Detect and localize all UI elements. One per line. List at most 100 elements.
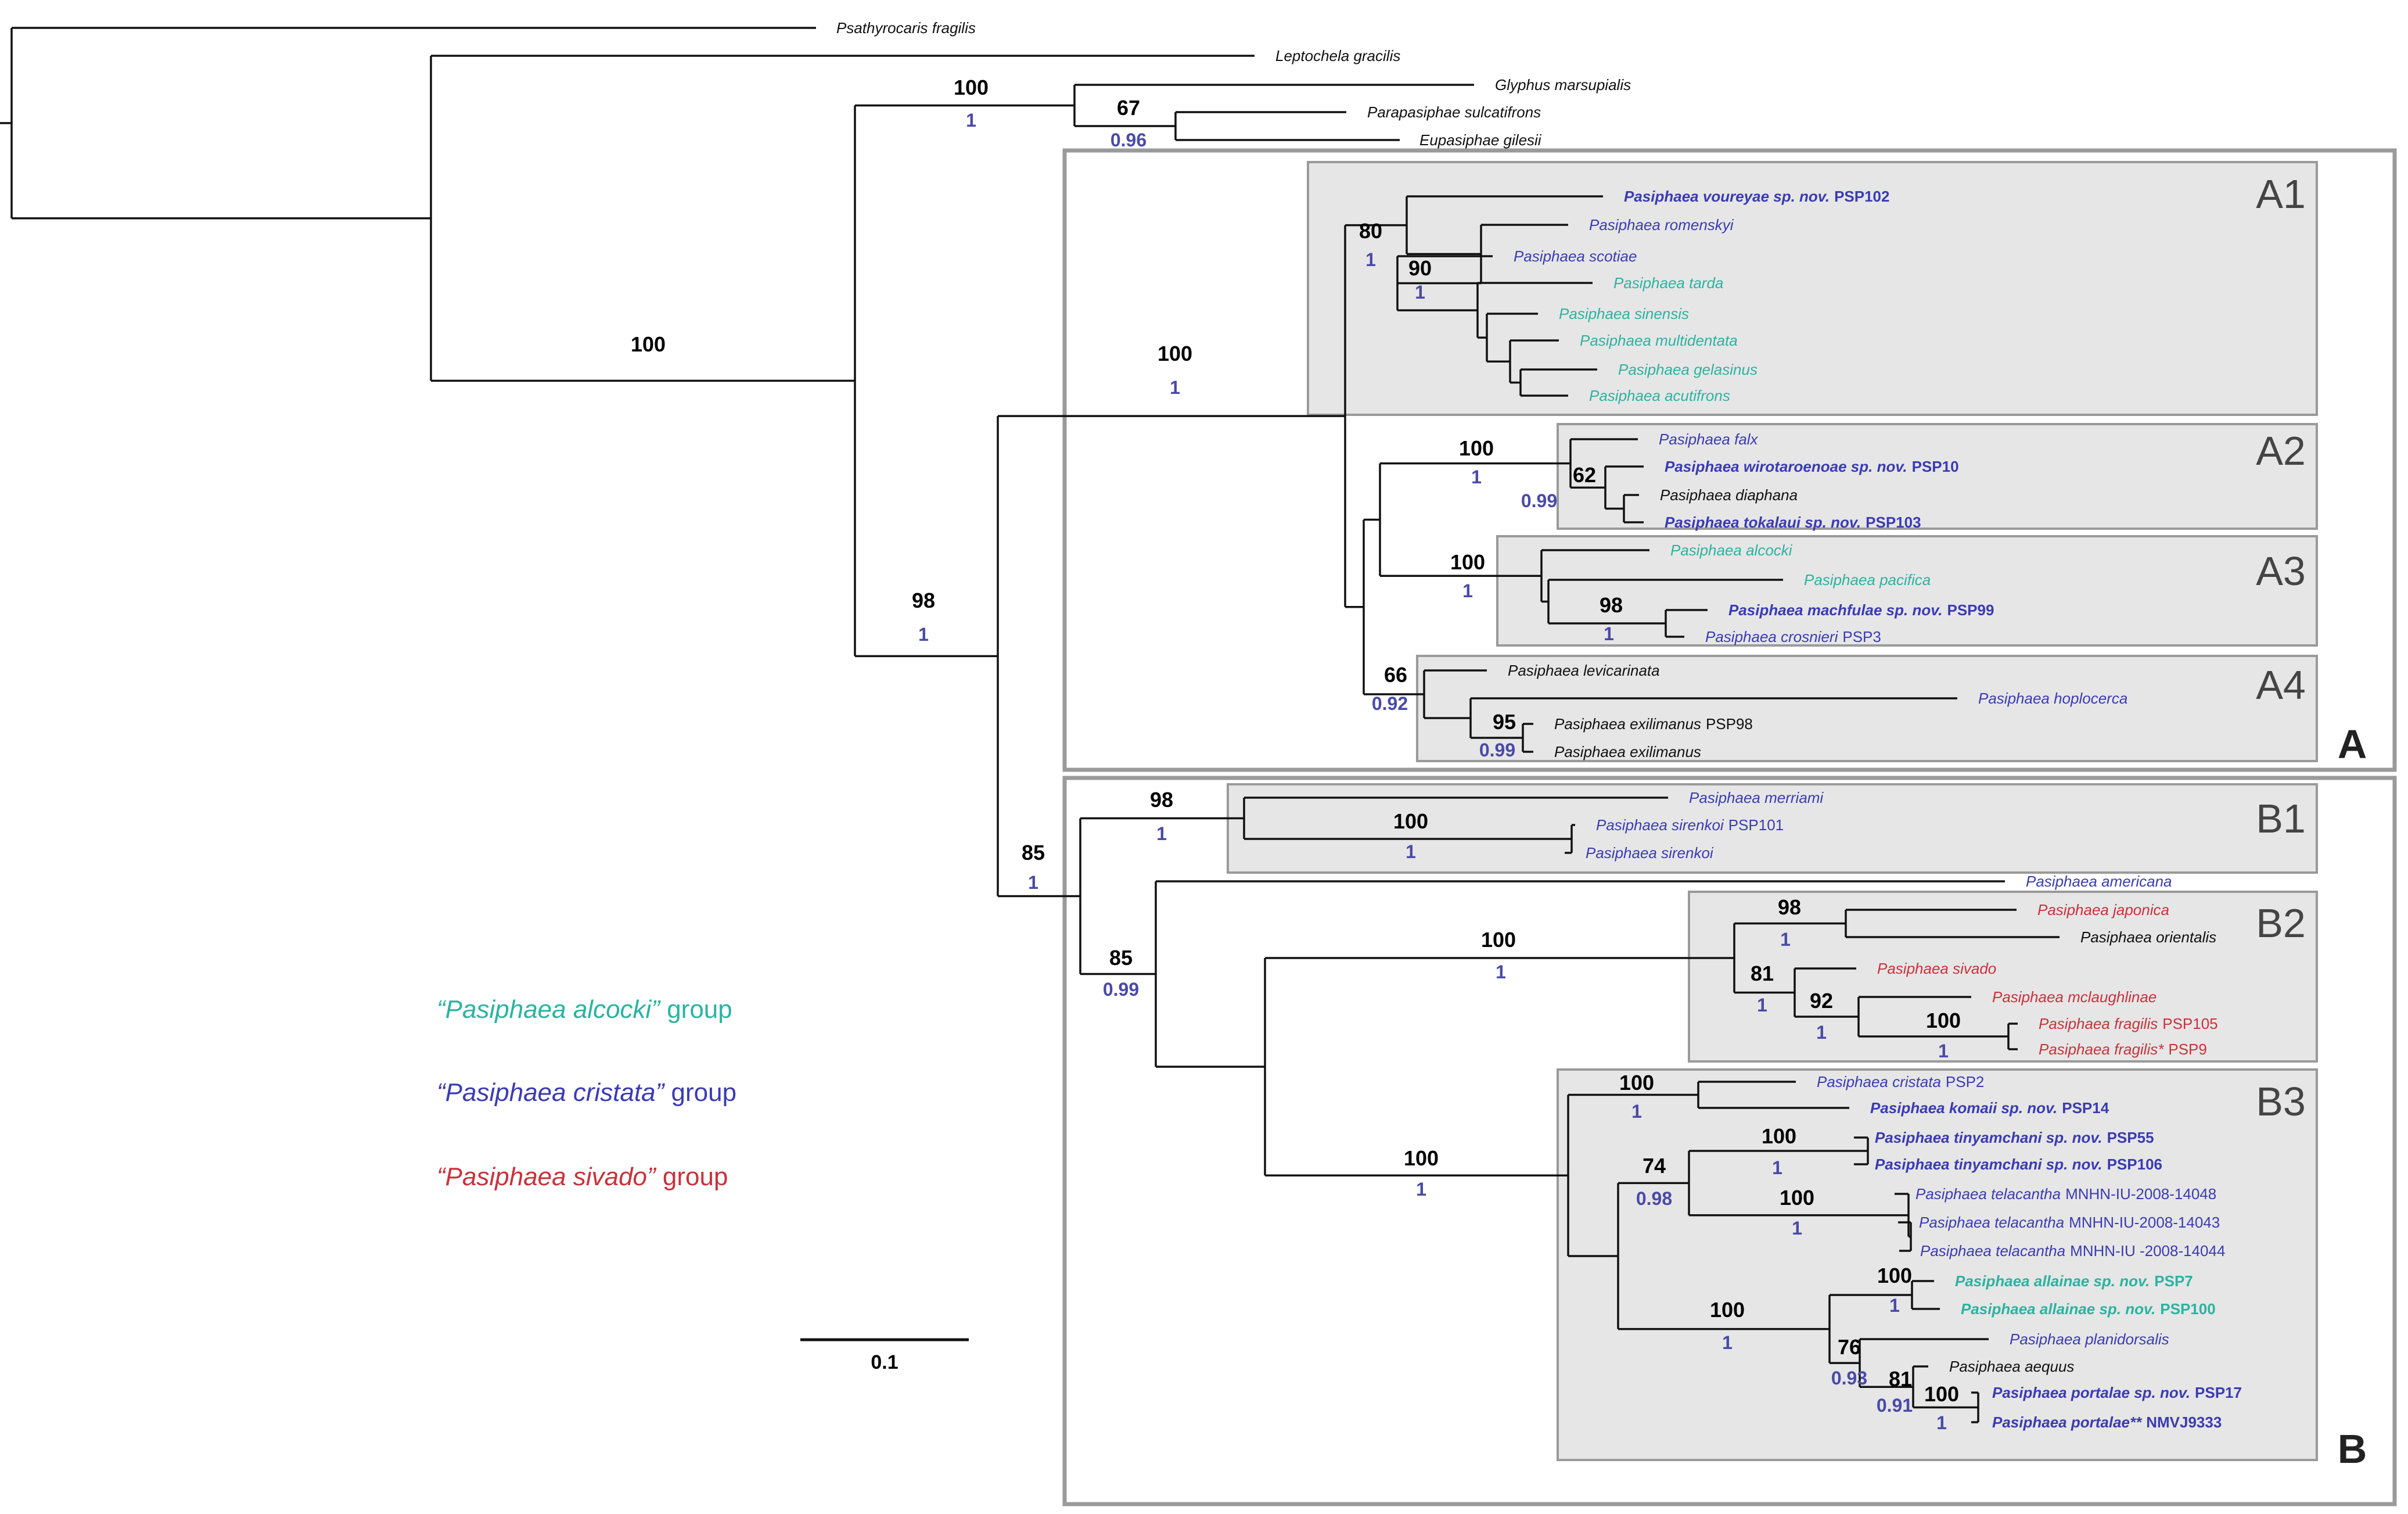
- clade-box-A: [1062, 148, 2397, 772]
- leaf-label: Eupasiphae gilesii: [1419, 131, 1542, 149]
- leaf-voucher: PSP7: [2154, 1272, 2193, 1290]
- leaf-voucher: PSP100: [2160, 1300, 2215, 1318]
- bootstrap-value: 95: [1493, 710, 1516, 734]
- bootstrap-value: 76: [1838, 1335, 1861, 1359]
- leaf-voucher: PSP103: [1866, 514, 1921, 531]
- clade-box-B: [1062, 776, 2397, 1506]
- posterior-probability: 1: [1889, 1295, 1900, 1316]
- bootstrap-value: 74: [1643, 1154, 1666, 1178]
- posterior-probability: 1: [1757, 995, 1767, 1016]
- branches-layer: [0, 27, 2060, 1423]
- bootstrap-value: 100: [1404, 1146, 1439, 1170]
- leaf-species: Pasiphaea sirenkoi: [1586, 844, 1714, 862]
- posterior-probability: 1: [1722, 1332, 1733, 1353]
- leaf-species: Pasiphaea tarda: [1613, 274, 1723, 292]
- leaf-species: Pasiphaea levicarinata: [1508, 662, 1660, 679]
- leaf-species: Pasiphaea orientalis: [2080, 928, 2216, 946]
- leaf-species: Pasiphaea multidentata: [1580, 332, 1738, 349]
- posterior-probability: 1: [1416, 1179, 1426, 1200]
- subclade-box-B1: [1227, 783, 2318, 874]
- leaf-label: Pasiphaea sivado: [1877, 960, 1996, 977]
- leaf-label: Pasiphaea wirotaroenoae sp. nov.PSP10: [1665, 458, 1959, 475]
- leaf-species: Pasiphaea hoplocerca: [1978, 690, 2127, 707]
- posterior-probability: 0.98: [1636, 1188, 1672, 1209]
- bootstrap-value: 85: [1109, 946, 1133, 970]
- leaf-label: Pasiphaea machfulae sp. nov.PSP99: [1728, 601, 1994, 619]
- leaf-label: Pasiphaea exilimanus PSP98: [1554, 715, 1753, 733]
- leaf-label: Pasiphaea gelasinus: [1618, 361, 1758, 378]
- leaf-species: Pasiphaea fragilis*: [2039, 1041, 2164, 1058]
- leaf-voucher: PSP17: [2195, 1384, 2242, 1401]
- leaf-label: Pasiphaea orientalis: [2080, 928, 2216, 946]
- leaf-species: Pasiphaea portalae**: [1992, 1413, 2143, 1431]
- leaf-voucher: PSP105: [2162, 1015, 2217, 1032]
- legend-group-name: “Pasiphaea cristata”: [437, 1078, 666, 1107]
- leaf-species: Pasiphaea telacantha: [1915, 1185, 2061, 1203]
- leaf-species: Pasiphaea planidorsalis: [2010, 1330, 2169, 1348]
- leaf-label: Parapasiphae sulcatifrons: [1367, 103, 1541, 121]
- legend-group-name: “Pasiphaea alcocki”: [437, 995, 661, 1024]
- subclade-label-B2: B2: [2256, 900, 2306, 946]
- leaf-voucher: PSP98: [1706, 715, 1753, 733]
- leaf-label: Glyphus marsupialis: [1495, 76, 1631, 94]
- leaf-species: Pasiphaea telacantha: [1920, 1242, 2065, 1260]
- leaf-voucher: PSP2: [1946, 1073, 1985, 1090]
- posterior-probability: 1: [1772, 1157, 1782, 1178]
- leaf-species: Pasiphaea merriami: [1689, 789, 1824, 806]
- bootstrap-value: 85: [1022, 841, 1045, 864]
- leaf-label: Pasiphaea komaii sp. nov.PSP14: [1870, 1099, 2109, 1117]
- legend-group-suffix: group: [656, 1163, 728, 1191]
- subclade-label-B1: B1: [2256, 796, 2306, 841]
- bootstrap-value: 100: [1762, 1124, 1796, 1148]
- leaf-label: Pasiphaea allainae sp. nov.PSP100: [1961, 1300, 2216, 1318]
- bootstrap-value: 100: [1393, 809, 1428, 833]
- subclade-label-A3: A3: [2256, 548, 2306, 594]
- bootstrap-value: 100: [1877, 1264, 1912, 1287]
- bootstrap-value: 92: [1810, 989, 1833, 1013]
- bootstrap-value: 100: [1459, 436, 1494, 460]
- posterior-probability: 1: [1415, 282, 1425, 303]
- leaf-label: Pasiphaea voureyae sp. nov.PSP102: [1624, 188, 1889, 205]
- leaf-label: Pasiphaea hoplocerca: [1978, 690, 2127, 707]
- leaf-label: Pasiphaea portalae sp. nov.PSP17: [1992, 1384, 2242, 1401]
- leaf-voucher: PSP3: [1842, 628, 1881, 645]
- leaf-voucher: NMVJ9333: [2146, 1413, 2222, 1431]
- leaf-label: Pasiphaea tokalaui sp. nov.PSP103: [1665, 514, 1921, 531]
- leaf-species: Pasiphaea telacantha: [1919, 1214, 2064, 1231]
- scale-bar-label: 0.1: [871, 1351, 898, 1373]
- leaf-label: Pasiphaea diaphana: [1660, 486, 1798, 504]
- subclade-box-A3: [1496, 535, 2318, 647]
- posterior-probability: 1: [1462, 580, 1473, 601]
- leaf-species: Pasiphaea acutifrons: [1589, 387, 1730, 404]
- leaf-label: Pasiphaea acutifrons: [1589, 387, 1730, 404]
- leaf-label: Pasiphaea aequus: [1949, 1358, 2074, 1375]
- leaf-species: Pasiphaea crosnieri: [1705, 628, 1839, 645]
- posterior-probability: 1: [1156, 823, 1167, 844]
- subclade-box-B3: [1557, 1068, 2318, 1461]
- leaf-label: Pasiphaea scotiae: [1514, 247, 1637, 265]
- subclade-box-B2: [1688, 891, 2318, 1063]
- legend-group-suffix: group: [660, 995, 732, 1024]
- leaf-species: Pasiphaea gelasinus: [1618, 361, 1758, 378]
- legend-entry: “Pasiphaea cristata” group: [437, 1078, 736, 1107]
- leaf-species: Pasiphaea sinensis: [1559, 305, 1689, 322]
- legend: “Pasiphaea alcocki” group“Pasiphaea cris…: [437, 995, 736, 1191]
- bootstrap-value: 98: [1600, 593, 1623, 617]
- leaf-label: Pasiphaea americana: [2026, 873, 2172, 890]
- legend-group-name: “Pasiphaea sivado”: [437, 1163, 657, 1191]
- bootstrap-value: 100: [1450, 550, 1485, 574]
- clade-label-A: A: [2338, 722, 2367, 767]
- leaf-species: Pasiphaea aequus: [1949, 1358, 2074, 1375]
- posterior-probability: 1: [1496, 962, 1506, 982]
- leaf-label: Pasiphaea pacifica: [1804, 571, 1931, 589]
- leaf-species: Pasiphaea machfulae sp. nov.: [1728, 601, 1942, 619]
- posterior-probability: 0.93: [1831, 1368, 1867, 1389]
- leaf-species: Pasiphaea exilimanus: [1554, 715, 1701, 733]
- posterior-probability: 1: [1936, 1412, 1947, 1433]
- legend-group-suffix: group: [664, 1078, 736, 1107]
